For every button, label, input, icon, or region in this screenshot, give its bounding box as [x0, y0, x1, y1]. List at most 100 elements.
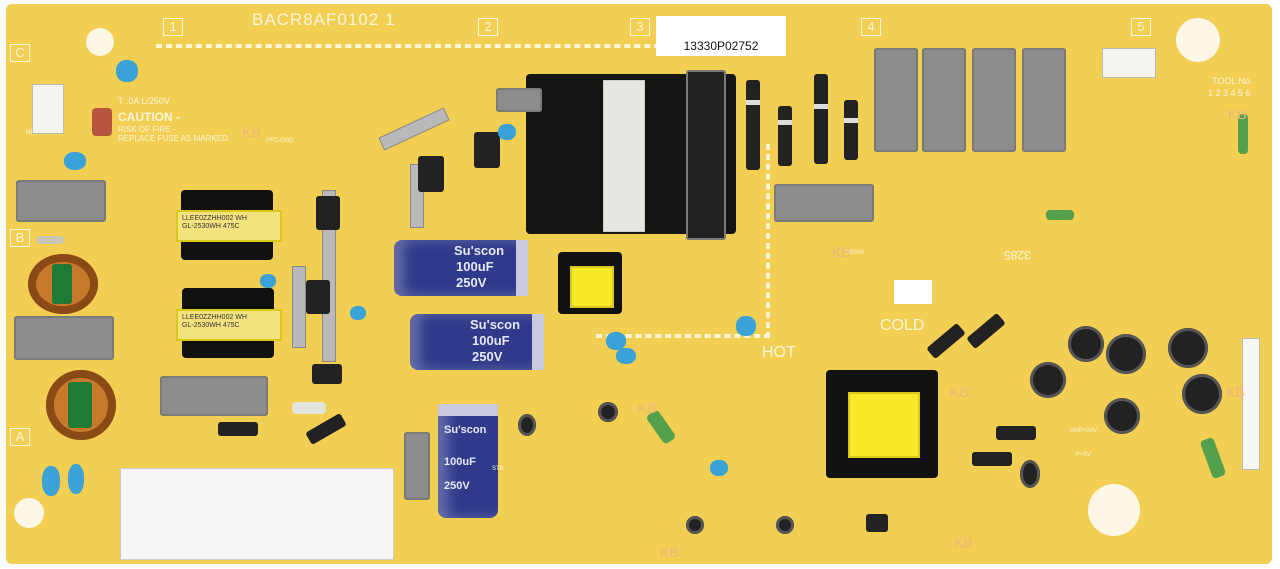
heatsink-4	[292, 266, 306, 348]
bulk-capacitor-2-voltage: 250V	[472, 349, 503, 364]
choke-core-1	[52, 264, 72, 304]
bulk-capacitor-3-value: 100uF	[444, 456, 476, 468]
kb-mark-2: KB	[638, 400, 657, 416]
rectifier-diode-3	[814, 74, 828, 164]
rectifier-diode-1	[746, 80, 760, 170]
section-marker-c: C	[10, 44, 30, 62]
cert-label	[894, 280, 932, 304]
output-filter-1	[874, 48, 918, 152]
section-marker-4: 4	[861, 18, 881, 36]
ceramic-capacitor-7	[710, 460, 728, 476]
kb-mark-8: KB	[1226, 384, 1245, 400]
caution-title: CAUTION -	[118, 110, 180, 124]
heat-shield-block	[120, 468, 394, 560]
small-capacitor-2	[518, 414, 536, 436]
mosfet-3	[316, 196, 340, 230]
caution-line-2: REPLACE FUSE AS MARKED	[118, 134, 228, 143]
main-transformer-label	[603, 80, 645, 232]
top-connector	[1102, 48, 1156, 78]
resistor-6	[36, 236, 64, 244]
bulk-capacitor-2: Su'scon 100uF 250V	[410, 314, 544, 370]
bulk-capacitor-1: Su'scon 100uF 250V	[394, 240, 528, 296]
kb-mark-5: KB	[950, 384, 969, 400]
kb-mark-4: KB	[832, 244, 851, 260]
small-ic	[866, 514, 888, 532]
filter-capacitor-1	[16, 180, 106, 222]
kb-mark-1: KB	[242, 124, 261, 140]
output-capacitor-2	[1106, 334, 1146, 374]
transformer-core	[686, 70, 726, 240]
small-capacitor-3	[686, 516, 704, 534]
bulk-capacitor-2-value: 100uF	[472, 333, 510, 348]
bulk-capacitor-2-brand: Su'scon	[470, 317, 521, 332]
output-filter-2	[922, 48, 966, 152]
bulk-capacitor-3-voltage: 250V	[444, 480, 470, 492]
ceramic-capacitor-10	[260, 274, 276, 288]
output-capacitor-1	[1068, 326, 1104, 362]
ceramic-capacitor-1	[116, 60, 138, 82]
ceramic-capacitor-8	[42, 466, 60, 496]
mosfet-2	[474, 132, 500, 168]
kb-mark-7: KB	[1228, 106, 1247, 122]
bulk-capacitor-1-voltage: 250V	[456, 275, 487, 290]
output-filter-3	[972, 48, 1016, 152]
cold-label: COLD	[880, 317, 925, 334]
hot-label: HOT	[762, 344, 796, 361]
mount-hole-bottom-right	[1088, 484, 1140, 536]
small-grey-box-1	[404, 432, 430, 500]
tool-label: TOOL No.	[1212, 76, 1253, 86]
section-marker-b: B	[10, 229, 30, 247]
mosfet-4	[306, 280, 330, 314]
standby-transformer-winding	[570, 266, 614, 308]
mount-hole-top-left	[86, 28, 114, 56]
small-capacitor-5	[1020, 460, 1040, 488]
fuse-rating: T .0A L/250V	[118, 96, 170, 106]
small-capacitor-1	[598, 402, 618, 422]
diode-8	[972, 452, 1012, 466]
diode-10	[305, 412, 347, 446]
resistor-4	[1046, 210, 1074, 220]
board-part-number: BACR8AF0102 1	[252, 10, 396, 29]
section-marker-2: 2	[478, 18, 498, 36]
mylar-capacitor-2	[774, 184, 874, 222]
resistor-1	[292, 402, 326, 414]
tool-numbers: 1 2 3 4 5 6	[1208, 88, 1251, 98]
heatsink-3	[322, 190, 336, 362]
ceramic-capacitor-6	[616, 348, 636, 364]
isolation-outline-top	[156, 44, 720, 48]
output-capacitor-3	[1168, 328, 1208, 368]
output-inductor-winding	[848, 392, 920, 458]
section-marker-a: A	[10, 428, 30, 446]
output-capacitor-4	[1030, 362, 1066, 398]
output-capacitor-6	[1182, 374, 1222, 414]
diode-9	[218, 422, 258, 436]
caution-line-1: RISK OF FIRE -	[118, 125, 176, 134]
kb-mark-6: KB	[954, 534, 973, 550]
rectifier-diode-2	[778, 106, 792, 166]
bulk-capacitor-1-brand: Su'scon	[454, 243, 505, 258]
output-connector	[1242, 338, 1260, 470]
ceramic-capacitor-3	[498, 124, 516, 140]
mosfet-1	[418, 156, 444, 192]
small-capacitor-4	[776, 516, 794, 534]
fuse	[92, 108, 112, 136]
pfc-coil-2-text-1: LLEE0ZZHH002 WH	[182, 314, 247, 321]
pdsw-tag: PDSW	[846, 250, 864, 256]
bulk-capacitor-3-brand: Su'scon	[444, 424, 487, 436]
section-marker-3: 3	[630, 18, 650, 36]
code-3285: 3285	[1004, 248, 1031, 262]
section-marker-1: 1	[163, 18, 183, 36]
diode-6	[926, 322, 966, 360]
diode-5	[966, 312, 1006, 350]
diode-11	[312, 364, 342, 384]
filter-capacitor-2	[14, 316, 114, 360]
mount-hole-top-right	[1176, 18, 1220, 62]
resistor-5	[1238, 114, 1248, 154]
stb-tag: STB	[492, 466, 504, 472]
output-filter-4	[1022, 48, 1066, 152]
ceramic-capacitor-4	[736, 316, 756, 336]
mylar-capacitor-1	[496, 88, 542, 112]
output-capacitor-5	[1104, 398, 1140, 434]
pcb-board: BACR8AF0102 1 1 2 3 4 5 C B A 13330P0275…	[6, 4, 1272, 564]
ceramic-capacitor-11	[350, 306, 366, 320]
